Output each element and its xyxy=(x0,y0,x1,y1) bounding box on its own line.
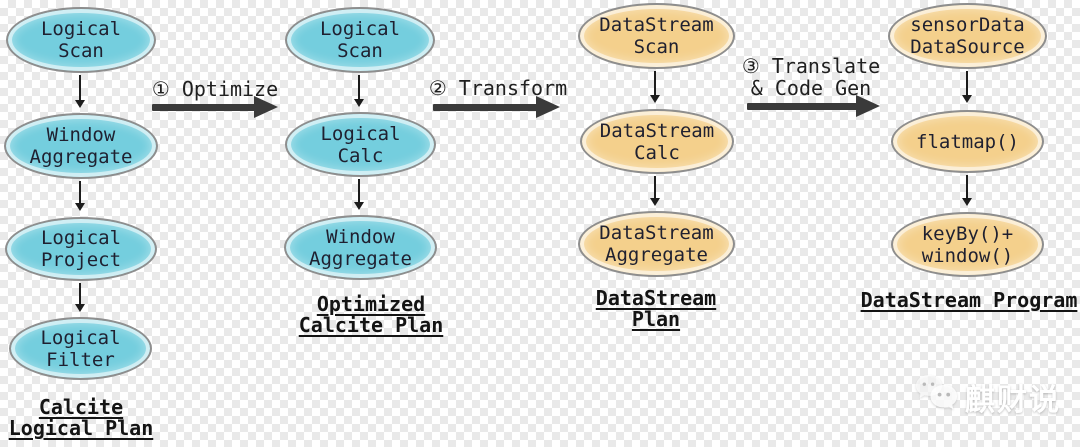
translate-arrow xyxy=(747,103,857,110)
node-col4-sensordata-datasource: sensorData DataSource xyxy=(888,3,1047,69)
flow-arrow-col2-1 xyxy=(354,75,364,107)
optimize-arrow-head xyxy=(254,96,278,118)
transform-arrow-head xyxy=(536,96,560,118)
translate-arrow-head xyxy=(856,95,880,117)
watermark-text: 麒财说 xyxy=(965,383,1061,418)
node-col2-logical-calc: Logical Calc xyxy=(285,112,436,177)
flow-arrow-col4-1 xyxy=(962,71,972,103)
node-col1-logical-filter: Logical Filter xyxy=(9,317,152,380)
flow-arrow-col2-2 xyxy=(354,179,364,210)
flow-arrow-col1-1 xyxy=(75,75,85,108)
flow-arrow-col1-2 xyxy=(75,181,85,211)
caption-calcite-logical-plan: Calcite Logical Plan xyxy=(8,395,154,440)
node-col1-logical-scan: Logical Scan xyxy=(6,7,156,73)
node-col3-datastream-scan: DataStream Scan xyxy=(578,3,735,69)
flow-arrow-col1-3 xyxy=(75,283,85,312)
node-col2-logical-scan: Logical Scan xyxy=(285,7,435,73)
caption-datastream-plan: DataStream Plan xyxy=(595,286,717,331)
node-col1-window-aggregate: Window Aggregate xyxy=(4,113,158,179)
flow-arrow-col3-2 xyxy=(650,176,660,206)
node-col1-logical-project: Logical Project xyxy=(5,217,157,281)
wechat-bubbles-icon xyxy=(915,374,959,420)
node-col3-datastream-aggregate: DataStream Aggregate xyxy=(578,211,735,277)
node-col4-flatmap: flatmap() xyxy=(891,110,1044,173)
caption-optimized-calcite-plan: Optimized Calcite Plan xyxy=(298,292,444,337)
caption-datastream-program: DataStream Program xyxy=(860,288,1078,312)
flow-arrow-col3-1 xyxy=(650,71,660,103)
watermark: 麒财说 xyxy=(915,374,1061,420)
transform-arrow xyxy=(433,104,537,111)
flow-arrow-col4-2 xyxy=(962,175,972,206)
node-col4-keyby-window: keyBy()+ window() xyxy=(891,212,1044,277)
node-col2-window-aggregate: Window Aggregate xyxy=(284,215,437,280)
transition-translate-codegen-label: ③ Translate & Code Gen xyxy=(741,54,881,100)
optimize-arrow xyxy=(152,104,255,111)
transition-optimize-label: ① Optimize xyxy=(151,77,279,101)
node-col3-datastream-calc: DataStream Calc xyxy=(580,109,734,174)
transition-transform-label: ② Transform xyxy=(428,76,568,100)
